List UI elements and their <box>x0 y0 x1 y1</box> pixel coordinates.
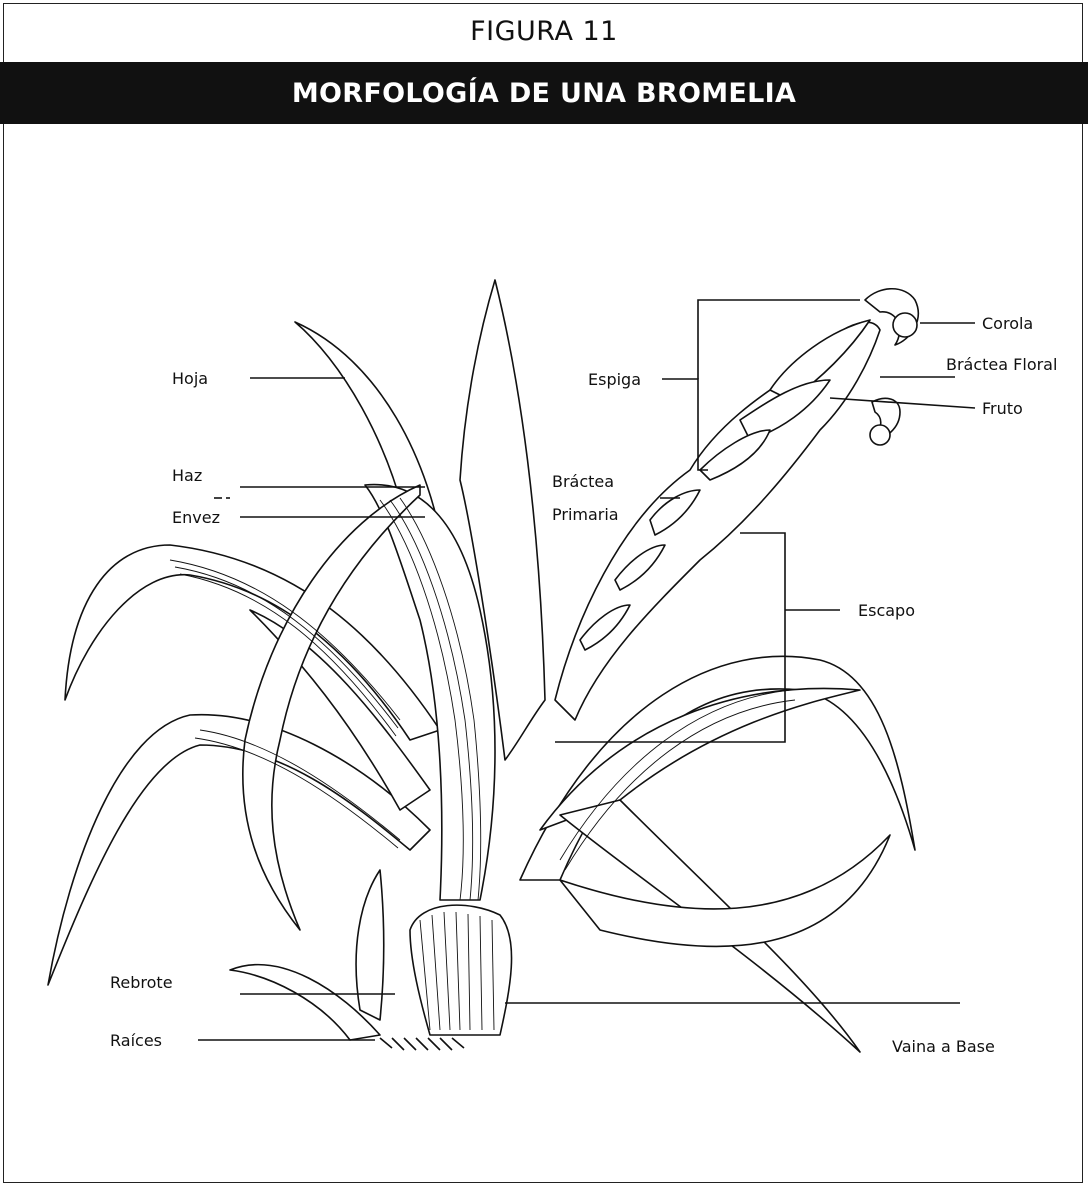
leader-fruto <box>830 398 975 408</box>
label-bractea-primaria-2: Primaria <box>552 505 619 524</box>
label-fruto: Fruto <box>982 399 1023 418</box>
label-raices: Raíces <box>110 1031 162 1050</box>
base-sheath <box>410 905 512 1035</box>
label-vaina-base: Vaina a Base <box>892 1037 995 1056</box>
label-envez: Envez <box>172 508 220 527</box>
plant-drawing <box>48 280 918 1052</box>
offshoot-leaf <box>356 870 384 1020</box>
corolla-upper-center <box>893 313 917 337</box>
label-haz: Haz <box>172 466 202 485</box>
label-bractea-primaria-1: Bráctea <box>552 472 614 491</box>
corolla-lower-center <box>870 425 890 445</box>
roots <box>380 1038 464 1050</box>
label-rebrote: Rebrote <box>110 973 173 992</box>
label-bractea-floral: Bráctea Floral <box>946 355 1057 374</box>
label-corola: Corola <box>982 314 1033 333</box>
label-espiga: Espiga <box>588 370 641 389</box>
label-hoja: Hoja <box>172 369 208 388</box>
label-escapo: Escapo <box>858 601 915 620</box>
